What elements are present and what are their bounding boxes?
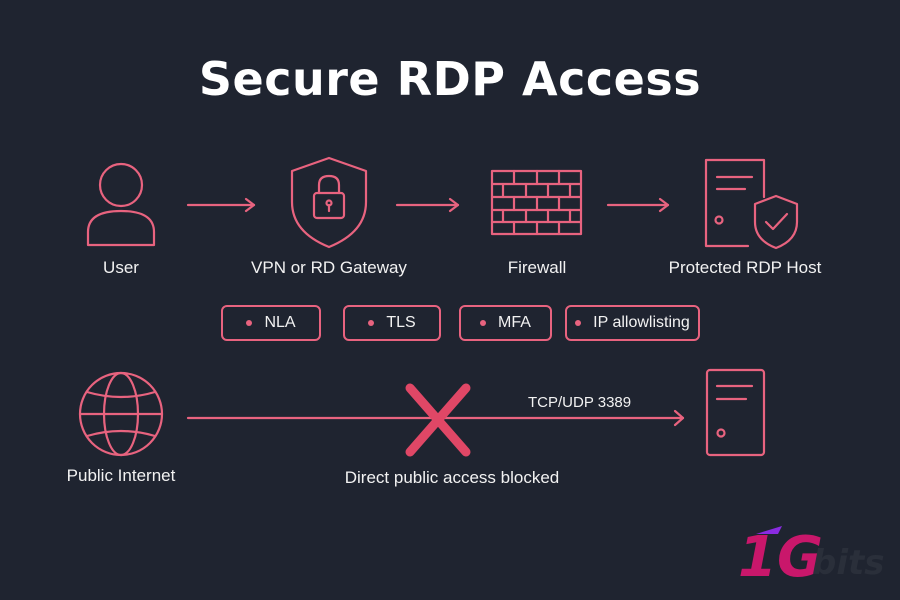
server-icon (705, 368, 766, 457)
node-label-firewall: Firewall (507, 258, 567, 277)
x-icon (405, 383, 471, 457)
flow-arrow-2 (395, 197, 460, 213)
feature-pill-nla: NLA (221, 305, 321, 341)
brand-logo: 1G bits (738, 525, 884, 584)
feature-label: IP allowlisting (593, 314, 690, 331)
firewall-icon (490, 169, 583, 236)
public-internet-label: Public Internet (66, 466, 176, 485)
feature-label: TLS (386, 314, 416, 331)
bullet-dot (575, 320, 582, 326)
feature-pill-ip-allowlisting: IP allowlisting (565, 305, 700, 341)
bullet-dot (480, 320, 487, 326)
logo-bits-text: bits (812, 543, 884, 583)
node-label-user: User (103, 258, 139, 277)
port-label: TCP/UDP 3389 (528, 394, 632, 411)
feature-pill-mfa: MFA (459, 305, 552, 341)
globe-icon (78, 371, 164, 457)
server-shield-icon (704, 158, 799, 250)
flow-arrow-3 (606, 197, 670, 213)
feature-label: MFA (498, 314, 531, 331)
node-label-gateway: VPN or RD Gateway (251, 258, 407, 277)
blocked-status-label: Direct public access blocked (344, 468, 560, 487)
shield-lock-icon (290, 156, 368, 249)
bullet-dot (246, 320, 253, 326)
logo-accent-mark (756, 526, 782, 534)
node-label-rdp-host: Protected RDP Host (668, 258, 822, 277)
flow-arrow-1 (186, 197, 256, 213)
bullet-dot (368, 320, 375, 326)
user-icon (86, 162, 156, 247)
feature-label: NLA (264, 314, 296, 331)
logo-1g-text: 1G (738, 525, 823, 584)
page-title: Secure RDP Access (198, 52, 702, 106)
feature-pill-tls: TLS (343, 305, 441, 341)
